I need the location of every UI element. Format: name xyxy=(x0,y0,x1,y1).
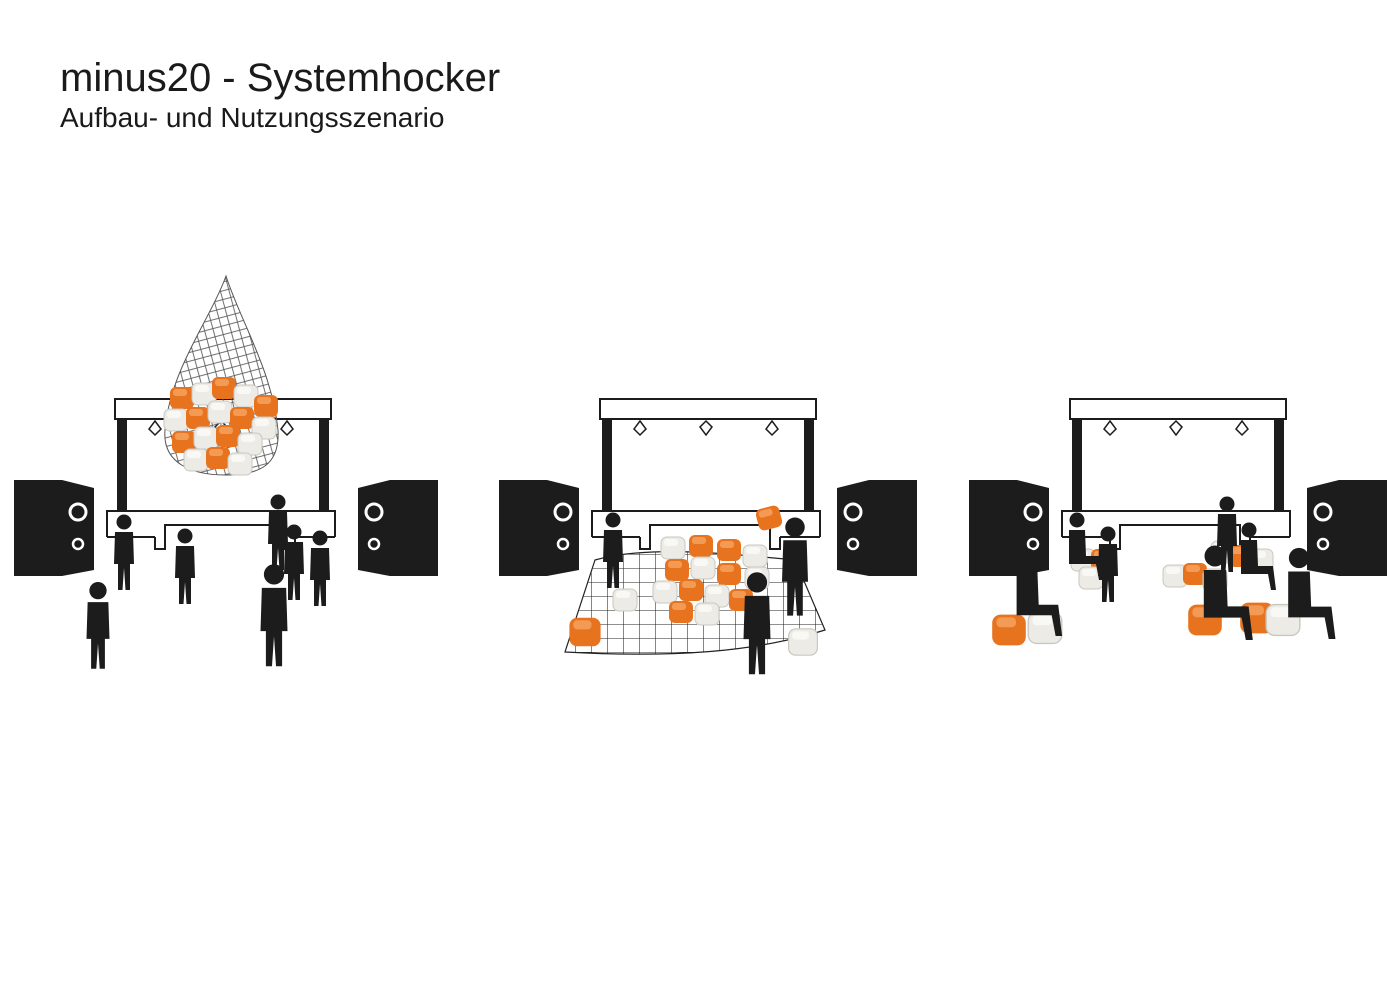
stage xyxy=(1061,398,1291,550)
page-title: minus20 - Systemhocker xyxy=(60,56,501,100)
speaker-right xyxy=(1305,478,1389,578)
scene-hanging-net-illustration xyxy=(12,274,440,669)
people-group xyxy=(86,494,330,669)
page-subtitle: Aufbau- und Nutzungsszenario xyxy=(60,102,445,133)
scene-seating-use-illustration xyxy=(967,398,1389,646)
speaker-left xyxy=(12,478,96,578)
speaker-left xyxy=(497,478,581,578)
speaker-right xyxy=(356,478,440,578)
scene-hanging-net xyxy=(10,260,450,700)
speaker-right xyxy=(835,478,919,578)
scene-net-unloaded-illustration xyxy=(497,398,919,675)
speaker-left xyxy=(967,478,1051,578)
scene-seating-use xyxy=(965,260,1400,700)
scene-net-unloaded xyxy=(495,260,935,700)
